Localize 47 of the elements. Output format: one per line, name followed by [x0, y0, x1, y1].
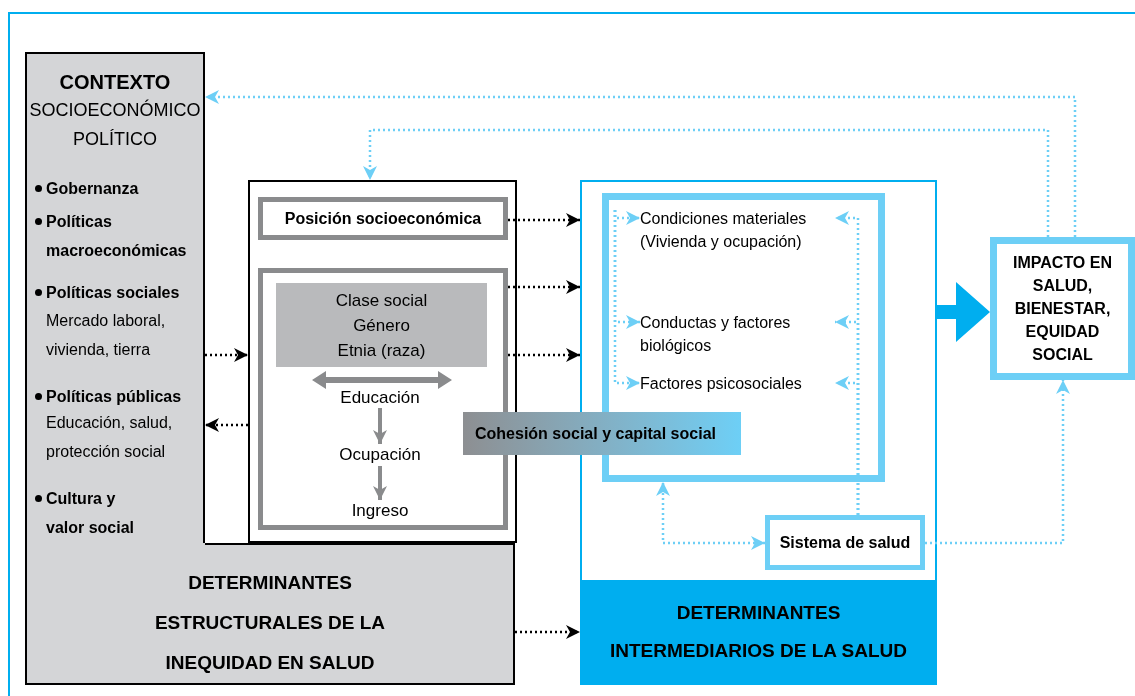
arrow: [613, 208, 640, 390]
bullet-item: Políticas públicas: [46, 387, 183, 407]
bullet-item: Gobernanza: [46, 179, 140, 199]
arrow: [656, 482, 765, 550]
factor-label: Condiciones materiales (Vivienda y ocupación): [640, 209, 808, 252]
health-system-box: [765, 515, 925, 570]
category-label: Etnia (raza): [337, 339, 426, 362]
item-description: Educación, salud, protección social: [46, 413, 174, 462]
arrow: [515, 625, 580, 639]
panel-heading: CONTEXTO: [58, 70, 172, 95]
bullet-item: Cultura y valor social: [46, 489, 136, 538]
position-box: [258, 197, 508, 240]
bullet-item: Políticas macroeconómicas: [46, 212, 188, 261]
arrow: [363, 128, 1050, 237]
factor-label: Conductas y factores biológicos: [640, 313, 792, 356]
impact-box: [990, 237, 1135, 380]
box-label: Sistema de salud: [779, 532, 911, 553]
arrow: [925, 380, 1070, 545]
step-label: Educación: [340, 388, 420, 408]
determinants-box: [602, 193, 885, 482]
thick-arrow: [937, 282, 990, 342]
bullet-item: Políticas sociales: [46, 283, 181, 303]
arrow: [205, 418, 248, 432]
bar-label: Cohesión social y capital social: [475, 423, 716, 444]
arrow: [373, 466, 387, 500]
section-title: DETERMINANTES ESTRUCTURALES DE LA INEQUIDAD EN SALUD: [153, 571, 387, 675]
arrow: [508, 213, 580, 227]
panel-heading: SOCIOECONÓMICO POLÍTICO: [28, 98, 202, 151]
category-label: Clase social: [335, 289, 428, 312]
box-label: Posición socioeconómica: [284, 208, 482, 229]
arrow: [835, 376, 860, 515]
context-panel: [25, 52, 205, 545]
section-title: DETERMINANTES INTERMEDIARIOS DE LA SALUD: [609, 600, 908, 663]
arrow: [205, 348, 248, 362]
structural-band: [25, 543, 515, 685]
cohesion-bar: [463, 412, 741, 455]
category-label: Género: [353, 314, 410, 337]
item-description: Mercado laboral, vivienda, tierra: [46, 311, 167, 360]
box-label: IMPACTO EN SALUD, BIENESTAR, EQUIDAD SOCIAL: [1012, 253, 1113, 365]
factor-label: Factores psicosociales: [640, 374, 803, 394]
social-class-box: [276, 283, 487, 367]
arrow: [508, 280, 580, 294]
arrow: [508, 348, 580, 362]
step-label: Ocupación: [339, 445, 421, 465]
arrow: [205, 90, 1077, 237]
step-label: Ingreso: [351, 501, 409, 521]
arrow: [373, 408, 387, 444]
